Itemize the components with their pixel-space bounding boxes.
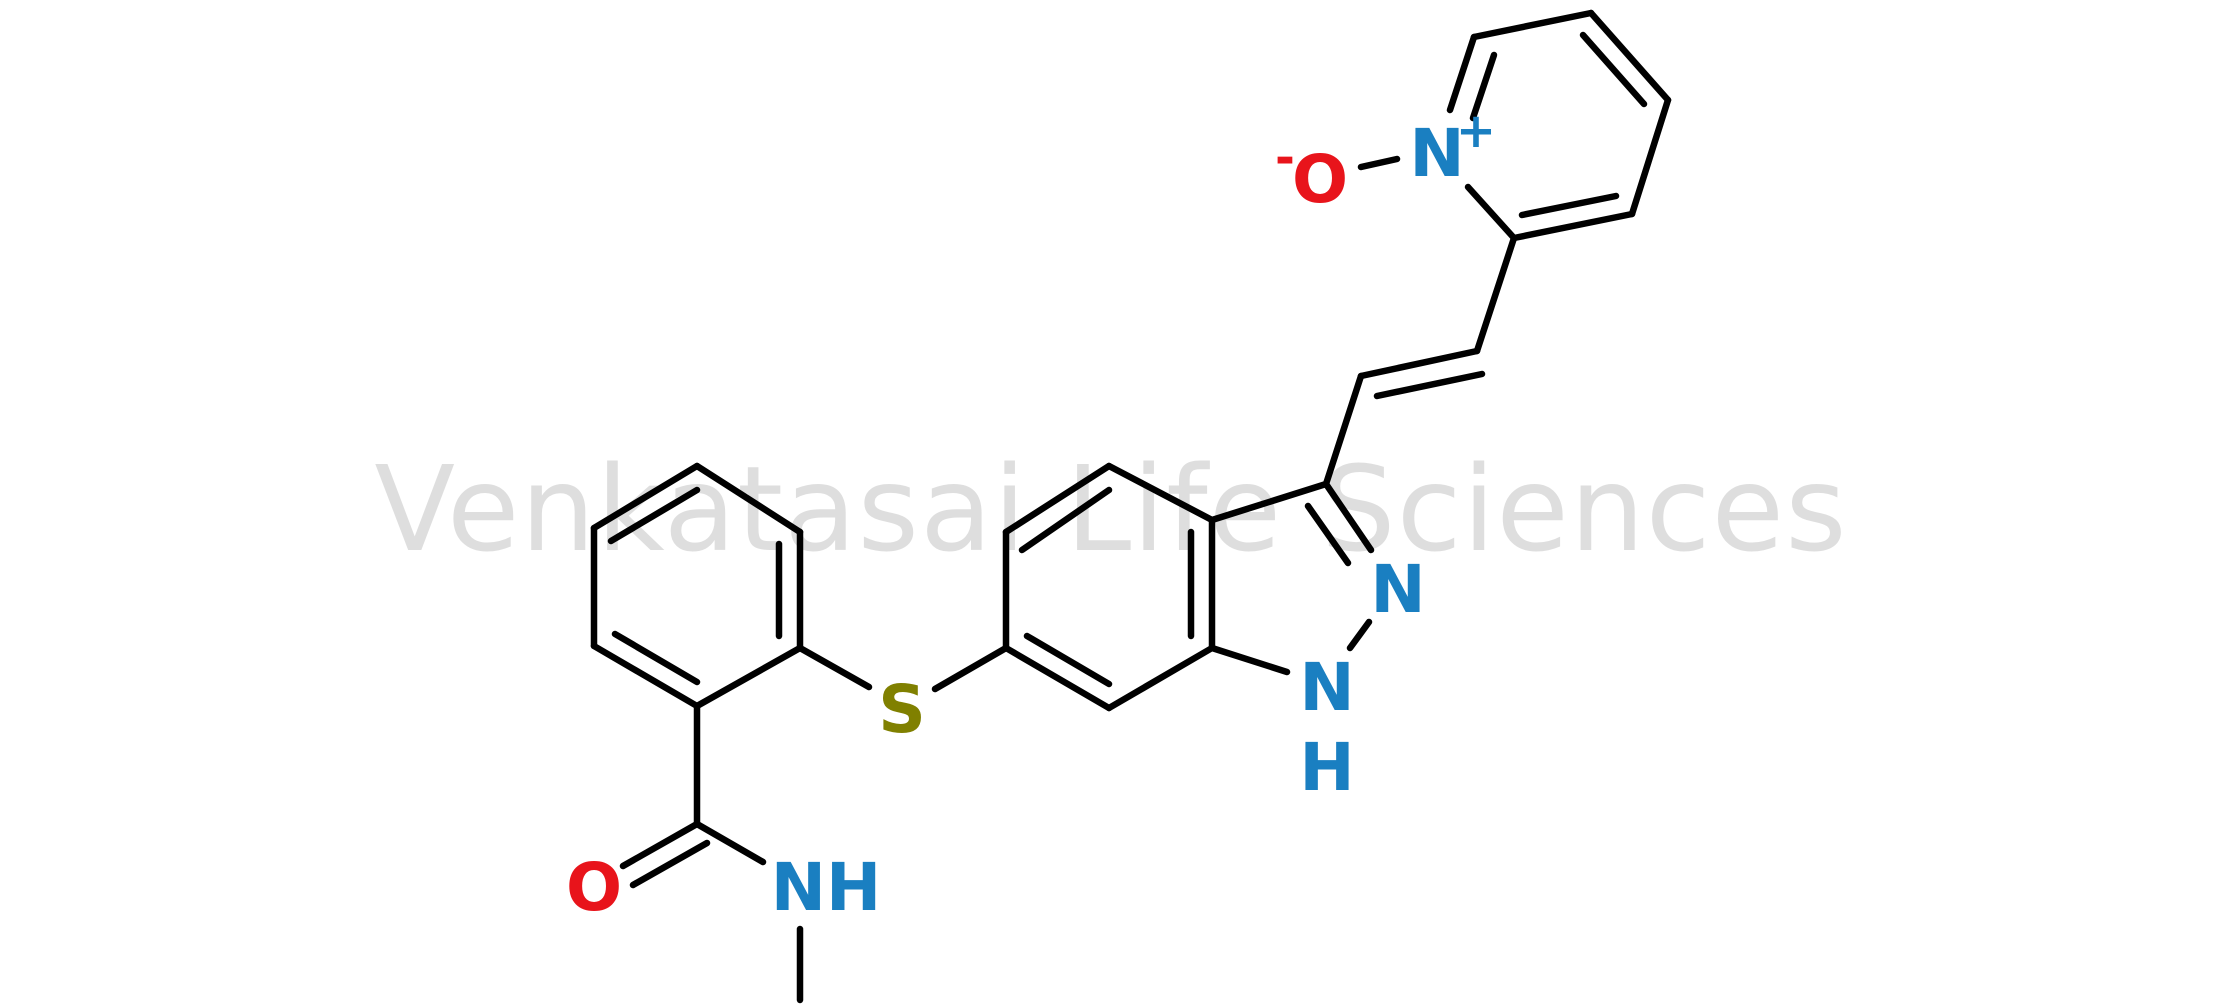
bond xyxy=(590,642,701,710)
charge-minus: - xyxy=(1275,130,1295,186)
bond xyxy=(693,820,767,866)
bond xyxy=(590,462,701,532)
atom-indazole-hydrogen: H xyxy=(1299,729,1354,806)
atom-labels: N + O - N N H S O NH xyxy=(566,103,1496,926)
bond xyxy=(1373,370,1486,400)
atom-amide-nh: NH xyxy=(771,849,881,926)
bond xyxy=(1105,462,1216,524)
bond xyxy=(796,644,873,691)
bond xyxy=(1322,480,1375,554)
bond xyxy=(1357,347,1481,380)
bond xyxy=(1002,644,1113,712)
bond xyxy=(1023,632,1113,688)
bond xyxy=(693,462,804,536)
bond xyxy=(611,630,701,686)
bond xyxy=(1579,31,1648,108)
bond xyxy=(1018,486,1113,554)
bond xyxy=(1322,372,1365,488)
bond xyxy=(1470,9,1595,41)
atom-sulfur: S xyxy=(878,671,926,748)
charge-plus: + xyxy=(1456,103,1496,159)
bond xyxy=(607,486,701,545)
bond xyxy=(1002,462,1113,536)
atom-indazole-n1: N xyxy=(1299,649,1354,726)
bond xyxy=(1304,502,1352,567)
bond xyxy=(1473,234,1518,355)
bond xyxy=(1518,192,1620,219)
bond xyxy=(1628,96,1672,218)
bond xyxy=(629,839,711,889)
bond xyxy=(693,644,804,710)
bond xyxy=(1357,155,1401,171)
bond xyxy=(1469,51,1498,122)
bond xyxy=(1446,33,1478,114)
atom-n-oxide-oxygen: O xyxy=(1292,141,1348,218)
bond xyxy=(1464,183,1518,242)
bond xyxy=(1510,210,1636,242)
atom-carbonyl-oxygen: O xyxy=(566,849,622,926)
bond xyxy=(1105,644,1216,712)
atom-indazole-n2: N xyxy=(1370,551,1425,628)
bond xyxy=(1346,618,1373,652)
bond xyxy=(1208,644,1291,676)
bond xyxy=(619,820,701,870)
bond xyxy=(931,644,1010,693)
bond-lines xyxy=(590,9,1672,1004)
bond xyxy=(1208,480,1330,524)
atom-n-oxide-nitrogen: N xyxy=(1409,115,1464,192)
bond xyxy=(1587,9,1672,104)
